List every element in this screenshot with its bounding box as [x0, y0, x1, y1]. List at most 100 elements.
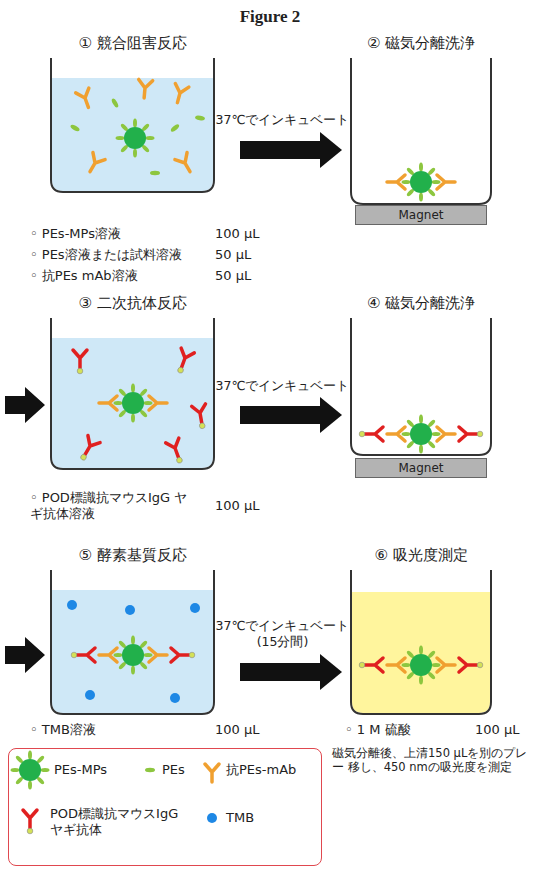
secondary-antibody: [23, 810, 37, 834]
pod-label: [177, 367, 184, 374]
secondary-antibody: [459, 658, 483, 672]
liquid: [52, 338, 213, 468]
antibody: [137, 79, 153, 98]
magnet-label: Magnet: [398, 208, 443, 223]
magnet-label: Magnet: [398, 461, 443, 476]
incubation-label: 37℃でインキュベート (15分間): [216, 618, 350, 649]
tmb-dot: [125, 605, 135, 615]
pod-label: [176, 457, 183, 464]
pes-molecule: [144, 401, 153, 405]
pes-molecule: [111, 98, 120, 109]
pes-molecule: [402, 180, 411, 184]
procedure-note: 磁気分離後、上清150 µLを別のプレー 移し、450 nmの吸光度を測定: [332, 746, 536, 775]
antibody-stroke: [459, 658, 477, 672]
step-arrow: [5, 637, 45, 673]
step-heading: ① 競合阻害反応: [20, 34, 245, 53]
antibody: [437, 658, 455, 672]
well-outline: [50, 58, 215, 193]
incubation-arrow: [240, 654, 342, 690]
antibody-stroke: [73, 350, 87, 368]
particle-core: [124, 127, 146, 149]
antibody-stroke: [387, 175, 405, 189]
arrow-shaft: [240, 663, 320, 681]
antibody-stroke: [437, 175, 455, 189]
pod-label: [359, 662, 365, 668]
incubation-label: 37℃でインキュベート: [216, 378, 350, 394]
antibody-stroke: [387, 658, 405, 672]
pes-molecule: [419, 646, 423, 655]
pes-molecule: [131, 636, 135, 645]
tmb-dot: [170, 693, 180, 703]
liquid: [52, 590, 213, 713]
pes-molecule: [131, 414, 135, 423]
pes-molecule: [11, 768, 20, 772]
legend-label: PEs-MPs: [54, 762, 107, 778]
step-heading: ④ 磁気分離洗浄: [320, 294, 522, 313]
liquid: [52, 78, 213, 191]
reagent-volume: 100 µL: [215, 498, 259, 514]
reagent-volume: 100 µL: [475, 722, 519, 738]
antibody: [76, 88, 95, 110]
pes-molecule: [419, 163, 423, 172]
reagent-name: ◦ PEs-MPs溶液: [30, 226, 121, 242]
step-heading: ⑥ 吸光度測定: [320, 546, 522, 565]
pes-molecule: [432, 432, 441, 436]
reagent-name: ◦ POD標識抗マウスIgG ヤギ抗体溶液: [30, 490, 198, 523]
particle-core: [122, 644, 144, 666]
magnet-block: Magnet: [355, 205, 487, 225]
pes-molecule: [419, 193, 423, 202]
legend-label: 抗PEs-mAb: [226, 762, 296, 778]
arrow-head: [320, 397, 342, 433]
tmb-dot: [85, 690, 95, 700]
pes-molecule: [144, 653, 153, 657]
magnetic-particle: [402, 646, 441, 685]
pes-molecule: [131, 666, 135, 675]
antibody-stroke: [77, 648, 95, 662]
magnetic-particle: [114, 384, 153, 423]
antibody-stroke: [76, 88, 95, 110]
pod-label: [80, 453, 88, 461]
reaction-well: ③ 二次抗体反応: [50, 318, 215, 470]
antibody-stroke: [365, 658, 383, 672]
well-wall: [51, 318, 214, 469]
pes-molecule: [41, 768, 50, 772]
magnetic-particle: [402, 163, 441, 202]
pes-molecule: [402, 432, 411, 436]
secondary-antibody: [71, 648, 95, 662]
antibody-stroke: [437, 427, 455, 441]
antibody: [84, 153, 105, 176]
secondary-antibody: [359, 427, 383, 441]
incubation-label: 37℃でインキュベート: [216, 112, 350, 128]
pes-molecule: [145, 768, 155, 772]
legend-label: PEs: [162, 762, 185, 778]
step-heading: ③ 二次抗体反応: [20, 294, 245, 313]
secondary-antibody: [359, 658, 383, 672]
pod-label: [27, 828, 33, 834]
antibody: [205, 764, 219, 782]
antibody-stroke: [149, 396, 167, 410]
well-outline: [50, 570, 215, 715]
secondary-antibody: [73, 350, 87, 374]
pes-molecule: [70, 124, 81, 133]
particle-core: [122, 392, 144, 414]
secondary-antibody: [171, 648, 195, 662]
antibody: [387, 658, 405, 672]
antibody: [149, 396, 167, 410]
pes-molecule: [133, 119, 137, 128]
pod-label: [77, 368, 83, 374]
reagent-name: ◦ 1 M 硫酸: [345, 722, 411, 738]
figure-title: Figure 2: [0, 6, 540, 27]
step-arrow: [5, 387, 45, 423]
pes-molecule: [146, 136, 155, 140]
pes-molecule: [131, 384, 135, 393]
pes-molecule: [432, 180, 441, 184]
incubation-arrow: [240, 397, 342, 433]
tmb-dot: [67, 600, 77, 610]
pes-molecule: [114, 401, 123, 405]
legend-label: TMB: [226, 810, 254, 826]
pes-molecule: [195, 115, 206, 121]
arrow-head: [320, 654, 342, 690]
antibody-stroke: [99, 648, 117, 662]
magnetic-particle: [11, 751, 50, 790]
antibody-stroke: [387, 427, 405, 441]
